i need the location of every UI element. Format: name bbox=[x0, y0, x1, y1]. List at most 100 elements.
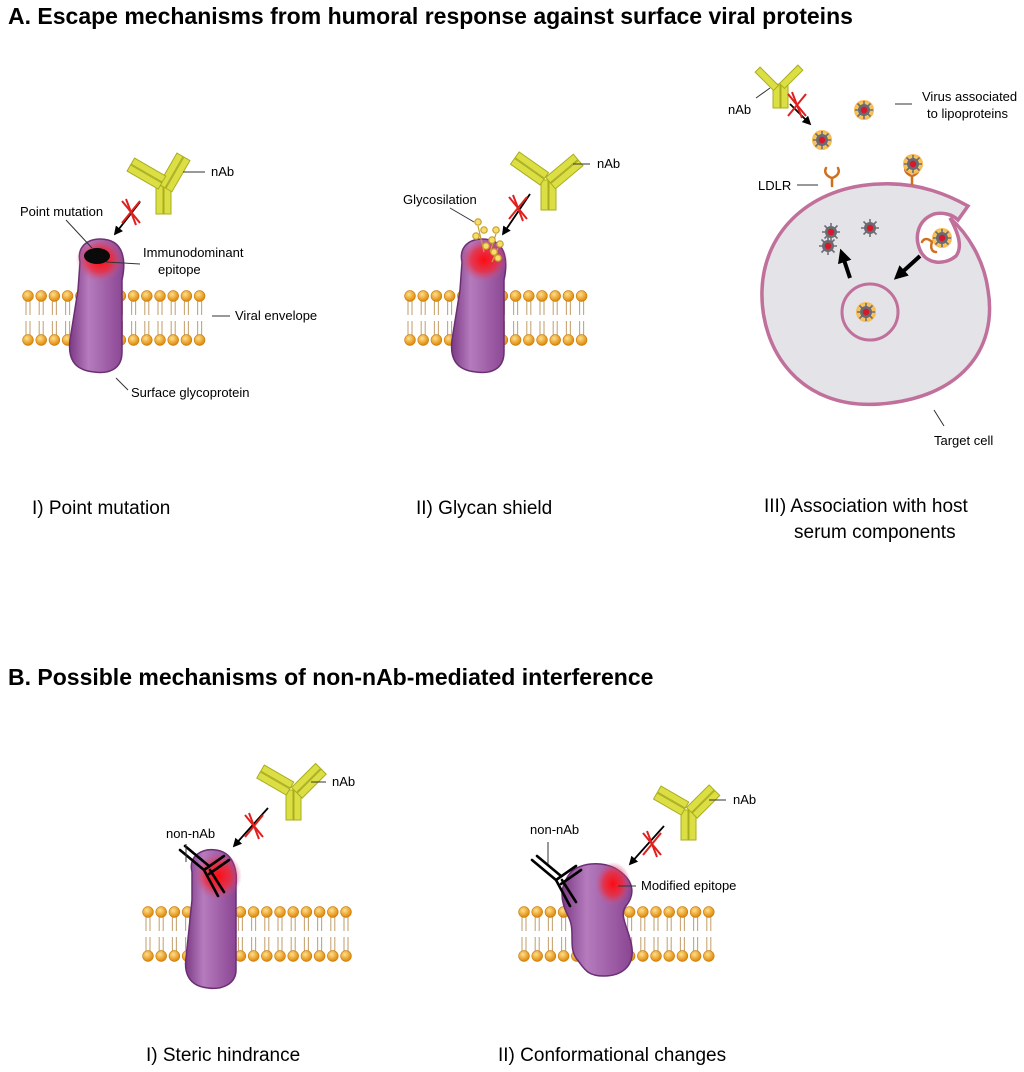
lipid-head bbox=[562, 290, 575, 302]
lipid-head bbox=[623, 906, 636, 918]
binding-arrow bbox=[501, 193, 531, 236]
release-arrow bbox=[838, 248, 852, 279]
lipid-head bbox=[544, 906, 557, 918]
panel-b2: nAb non-nAb Modified epitope II) Conform… bbox=[498, 784, 756, 1066]
binding-arrow bbox=[232, 807, 269, 848]
lipid-head bbox=[193, 334, 206, 346]
lipid-head bbox=[637, 950, 649, 962]
nab-antibody bbox=[652, 784, 721, 841]
lipid-head bbox=[575, 290, 588, 302]
lipid-head bbox=[327, 950, 339, 962]
caption-a3-line2: serum components bbox=[794, 522, 956, 543]
lipid-head bbox=[650, 950, 662, 962]
label-non-nab: non-nAb bbox=[530, 822, 579, 837]
panel-a1: nAb Point mutation Immunodominant epitop… bbox=[20, 152, 317, 519]
lipid-head bbox=[443, 290, 456, 302]
block-x-mark bbox=[642, 830, 662, 858]
lipid-head bbox=[35, 290, 47, 302]
virion-free bbox=[853, 99, 875, 121]
lipid-head bbox=[689, 950, 702, 962]
section-a-title: A. Escape mechanisms from humoral respon… bbox=[8, 3, 853, 29]
lipid-head bbox=[536, 334, 548, 346]
binding-arrow bbox=[628, 825, 665, 866]
lipid-head bbox=[127, 290, 140, 302]
lipid-head bbox=[417, 290, 429, 302]
caption-a2: II) Glycan shield bbox=[416, 498, 552, 519]
label-target-cell: Target cell bbox=[934, 433, 993, 448]
lipid-head bbox=[562, 334, 575, 346]
lipid-head bbox=[313, 906, 326, 918]
lipid-head bbox=[518, 906, 530, 918]
lipid-head bbox=[247, 950, 260, 962]
lipid-head bbox=[650, 906, 662, 918]
label-glycosylation: Glycosilation bbox=[403, 192, 477, 207]
lipid-head bbox=[663, 950, 675, 962]
nab-antibody bbox=[126, 152, 191, 215]
lipid-head bbox=[48, 334, 61, 346]
lipid-head bbox=[703, 906, 715, 918]
lipid-head bbox=[48, 290, 61, 302]
label-point-mutation: Point mutation bbox=[20, 204, 103, 219]
lipid-head bbox=[575, 334, 588, 346]
lipid-head bbox=[340, 950, 352, 962]
label-nab: nAb bbox=[728, 102, 751, 117]
lipid-head bbox=[180, 334, 193, 346]
label-surface-glycoprotein: Surface glycoprotein bbox=[131, 385, 250, 400]
label-nab: nAb bbox=[733, 792, 756, 807]
lipid-head bbox=[167, 334, 179, 346]
virion-bound-ldlr bbox=[902, 153, 924, 175]
lipid-head bbox=[531, 906, 543, 918]
lipid-head bbox=[168, 906, 181, 918]
lipid-head bbox=[155, 950, 167, 962]
lipid-head bbox=[193, 290, 206, 302]
block-x-mark bbox=[121, 198, 141, 226]
modified-epitope bbox=[595, 862, 631, 906]
virion-internal bbox=[821, 222, 841, 242]
lipid-head bbox=[287, 906, 299, 918]
lipid-head bbox=[35, 334, 47, 346]
lipid-head bbox=[404, 290, 416, 302]
caption-a3-line1: III) Association with host bbox=[764, 496, 969, 517]
lipid-head bbox=[549, 334, 561, 346]
surface-glycoprotein bbox=[450, 238, 508, 374]
panel-b1: nAb non-nAb I) Steric hindrance bbox=[142, 762, 355, 1066]
label-nab: nAb bbox=[211, 164, 234, 179]
lipid-head bbox=[261, 906, 273, 918]
virion-in-endosome bbox=[855, 301, 877, 323]
lipid-head bbox=[247, 906, 260, 918]
lipid-head bbox=[142, 906, 154, 918]
label-virus-line2: to lipoproteins bbox=[927, 106, 1008, 121]
nab-antibody bbox=[754, 64, 804, 109]
lipid-head bbox=[180, 290, 193, 302]
virion-free bbox=[811, 129, 833, 151]
lipid-head bbox=[141, 290, 153, 302]
label-nab: nAb bbox=[597, 156, 620, 171]
lipid-head bbox=[689, 906, 702, 918]
lipid-head bbox=[663, 906, 675, 918]
lipid-head bbox=[167, 290, 179, 302]
lipid-head bbox=[313, 950, 326, 962]
lipid-head bbox=[523, 290, 535, 302]
label-modified-epitope: Modified epitope bbox=[641, 878, 736, 893]
label-virus-line1: Virus associated bbox=[922, 89, 1017, 104]
lipid-head bbox=[549, 290, 561, 302]
nab-antibody bbox=[509, 151, 584, 211]
panel-a3: nAb Virus associated to lipoproteins LDL… bbox=[728, 64, 1017, 543]
lipid-head bbox=[154, 334, 166, 346]
lipid-head bbox=[261, 950, 273, 962]
lipid-head bbox=[531, 950, 543, 962]
lipid-head bbox=[154, 290, 166, 302]
lipid-head bbox=[544, 950, 557, 962]
lipid-head bbox=[287, 950, 299, 962]
lipid-head bbox=[142, 950, 154, 962]
lipid-head bbox=[557, 950, 570, 962]
lipid-head bbox=[430, 334, 443, 346]
lipid-head bbox=[518, 950, 530, 962]
lipid-head bbox=[300, 906, 313, 918]
lipid-head bbox=[430, 290, 443, 302]
lipid-head bbox=[300, 950, 313, 962]
uptake-arrow bbox=[893, 254, 922, 280]
virion-internal bbox=[860, 218, 880, 238]
label-ldlr: LDLR bbox=[758, 178, 791, 193]
